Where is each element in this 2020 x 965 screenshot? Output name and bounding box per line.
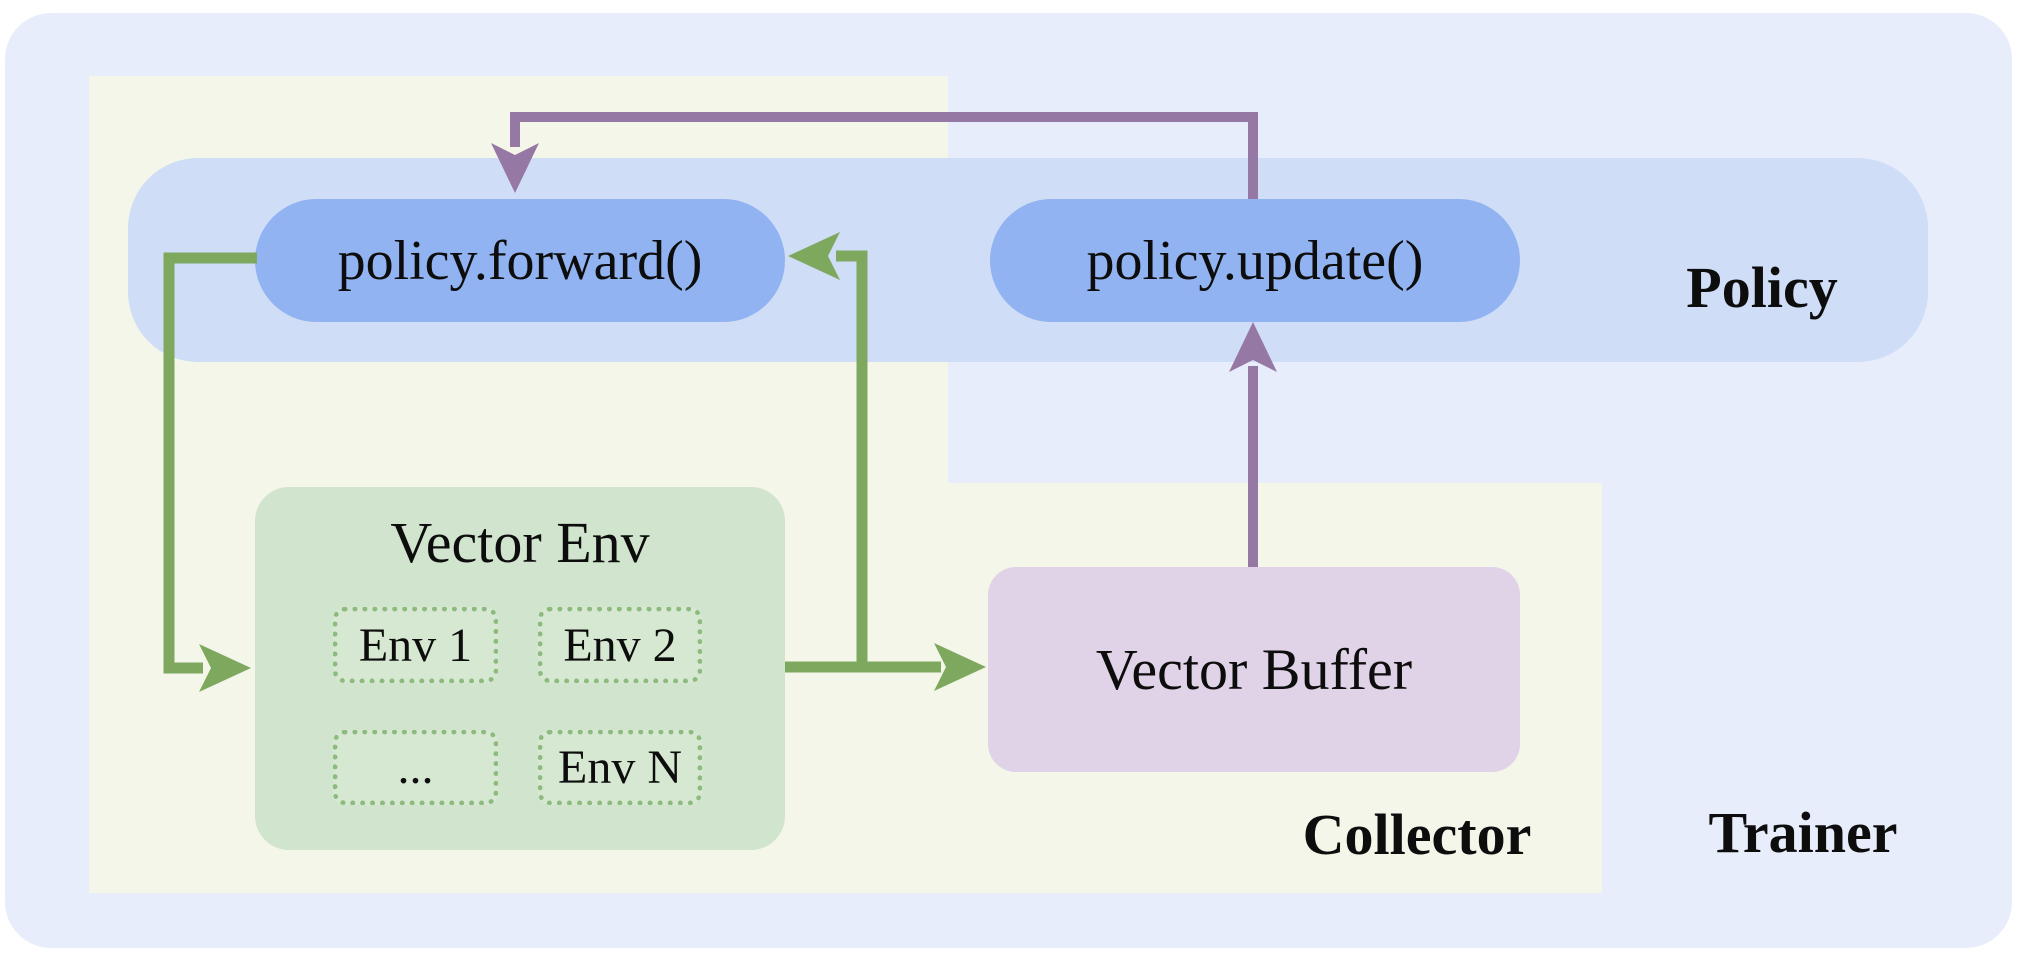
vector-buffer-label: Vector Buffer [1095, 637, 1413, 702]
vector-env-box: Vector Env Env 1 Env 2 ... Env N [255, 487, 785, 850]
policy-update-node: policy.update() [990, 199, 1520, 322]
env-n-box: Env N [538, 730, 702, 805]
policy-forward-node: policy.forward() [255, 199, 785, 322]
env-ellipsis-box: ... [333, 730, 498, 805]
env-1-label: Env 1 [358, 618, 473, 672]
trainer-module-label: Trainer [1708, 800, 1898, 865]
env-ellipsis-label: ... [397, 741, 434, 794]
policy-update-label: policy.update() [1086, 229, 1424, 292]
env-2-box: Env 2 [538, 607, 702, 683]
collector-module-label: Collector [1302, 802, 1532, 867]
policy-module-label: Policy [1686, 255, 1838, 320]
policy-forward-label: policy.forward() [337, 229, 703, 292]
vector-buffer-box: Vector Buffer [988, 567, 1520, 772]
env-n-label: Env N [558, 741, 682, 794]
vector-env-title: Vector Env [390, 510, 650, 575]
env-2-label: Env 2 [563, 618, 677, 672]
env-1-box: Env 1 [333, 607, 498, 683]
